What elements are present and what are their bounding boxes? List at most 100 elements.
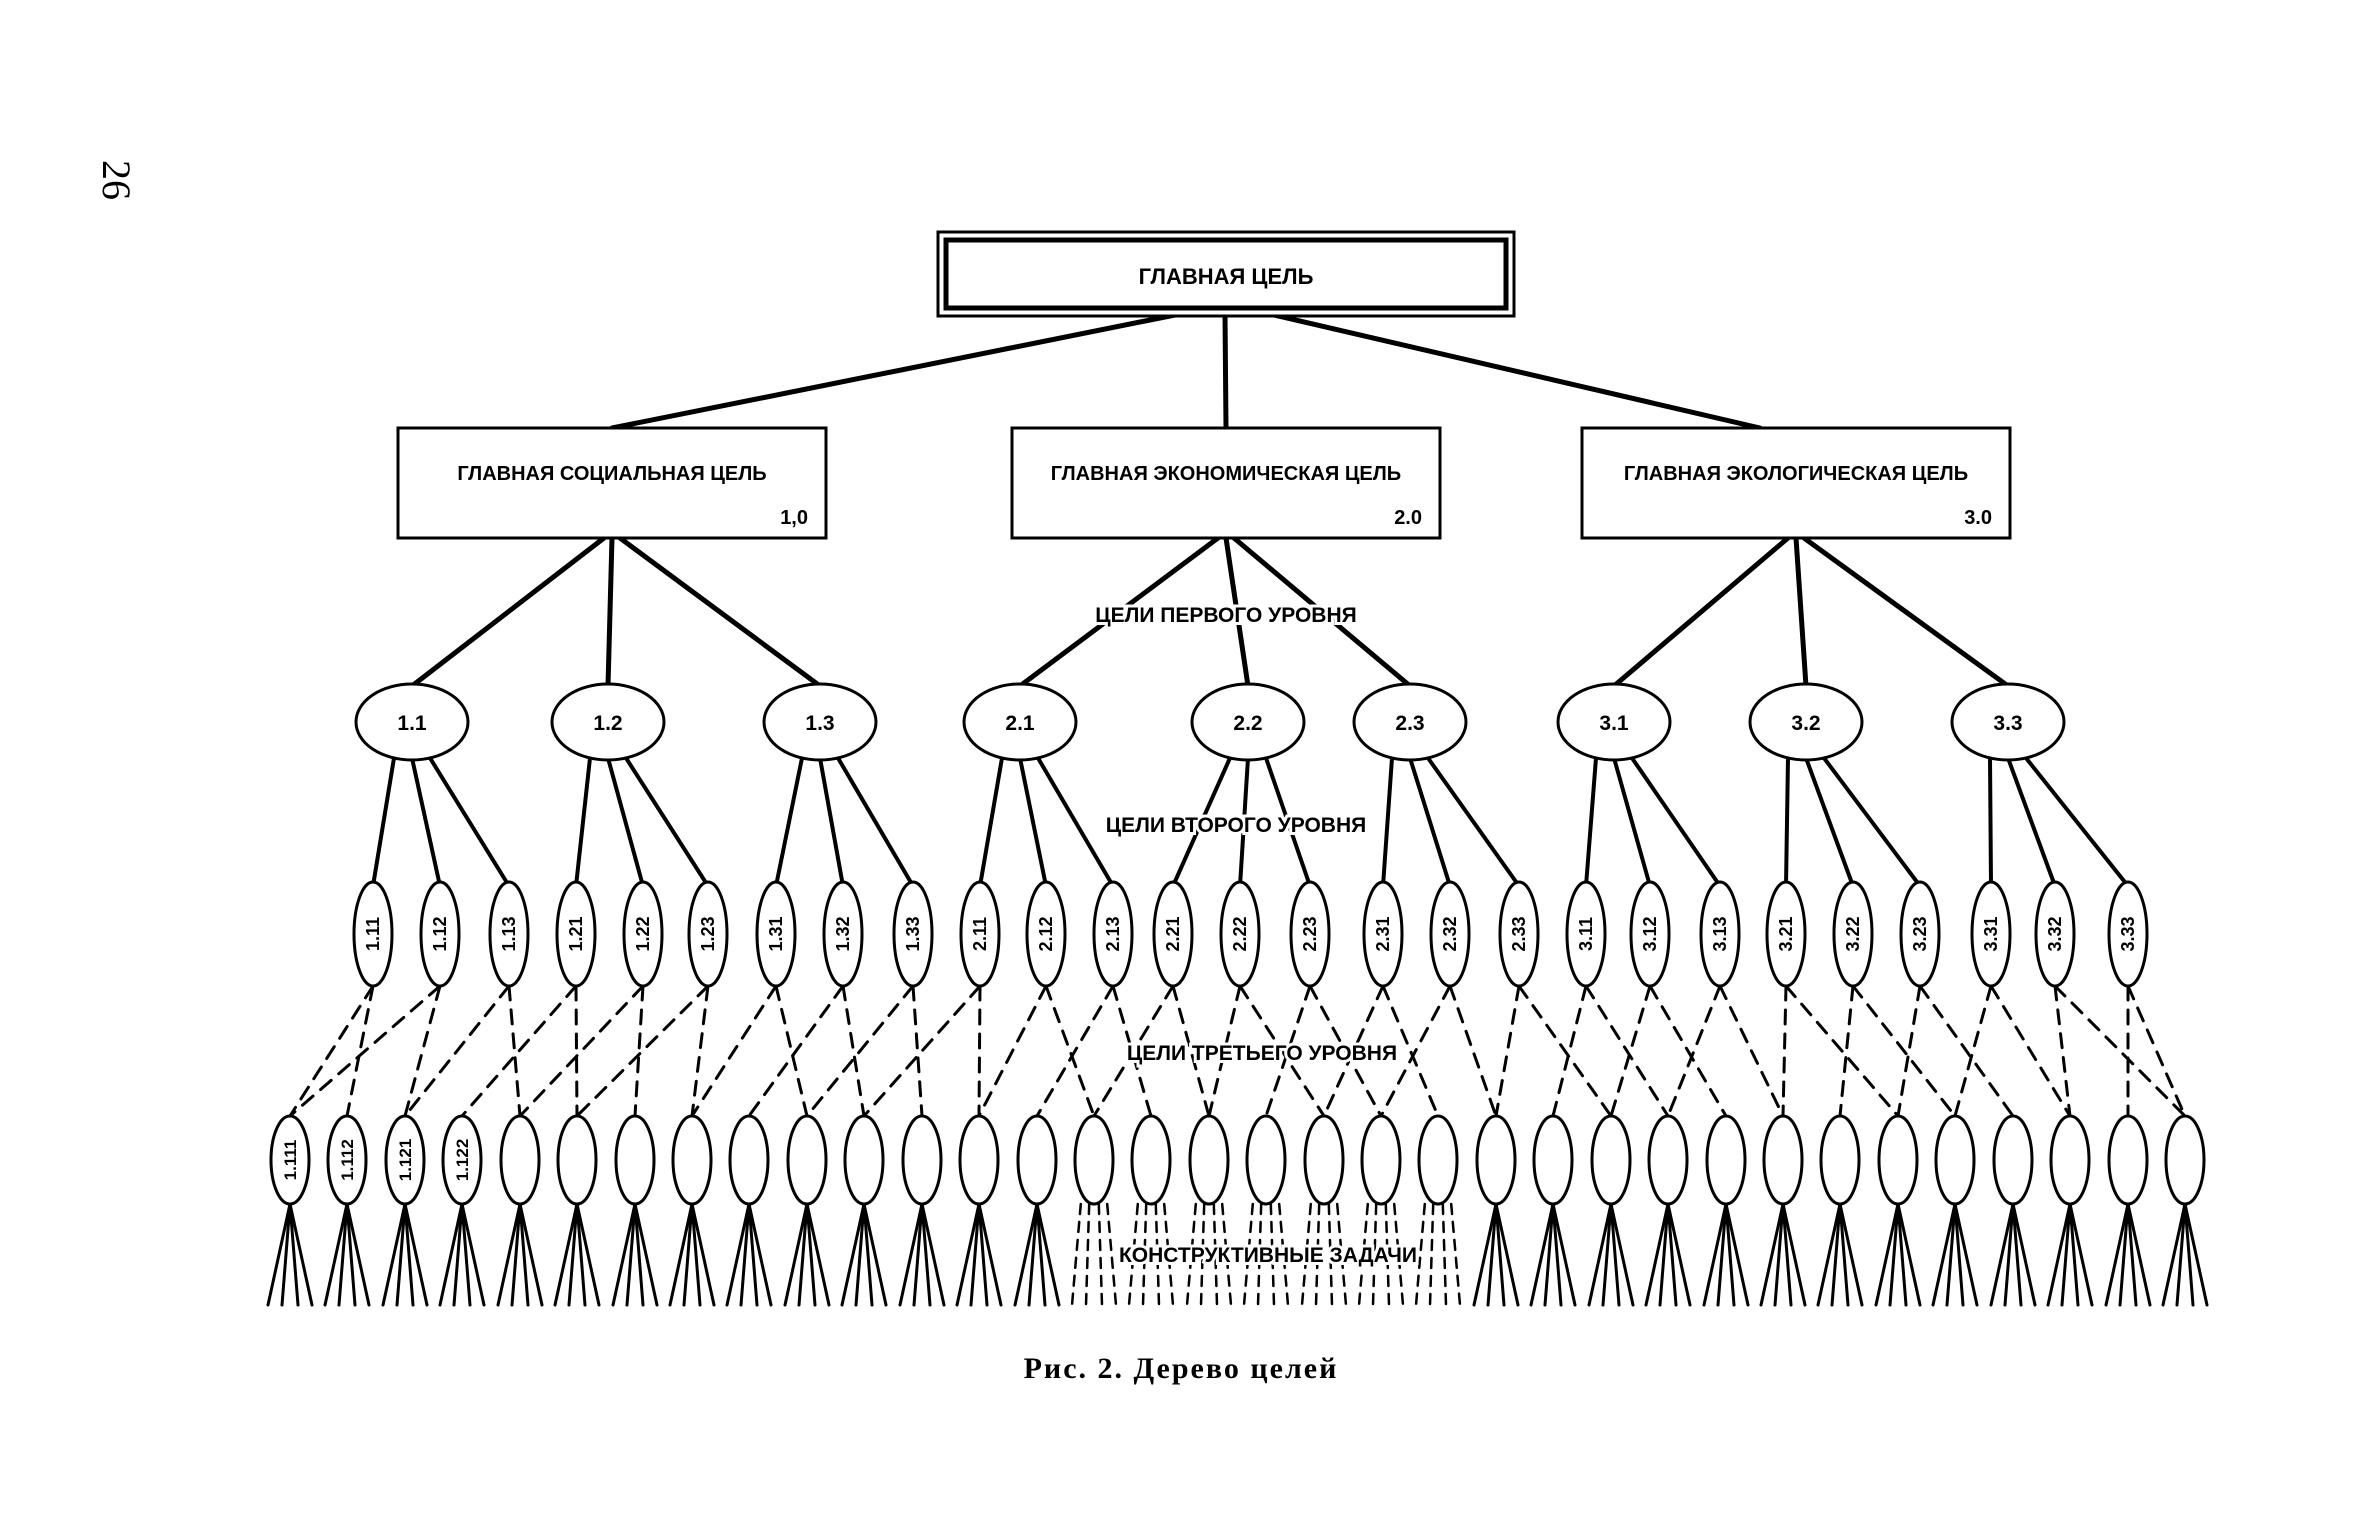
constructive-task-stroke xyxy=(2183,1202,2195,1307)
second-level-goal-label: 2.21 xyxy=(1163,916,1183,951)
second-level-goal-label: 2.23 xyxy=(1300,916,1320,951)
second-level-goal-node xyxy=(1362,880,1404,988)
main-to-first-level-connector xyxy=(1611,535,1791,689)
constructive-task-stroke xyxy=(805,1202,817,1307)
third-level-goal-node xyxy=(1877,1114,1919,1206)
second-to-third-level-dashed-connector xyxy=(911,984,924,1118)
main-goal-code: 2.0 xyxy=(1394,507,1422,529)
third-level-goal-node xyxy=(901,1114,943,1206)
third-level-goal-node xyxy=(1360,1114,1402,1206)
connector-layer xyxy=(266,311,2209,1307)
second-to-third-level-dashed-connector xyxy=(1238,984,1326,1118)
constructive-task-stroke xyxy=(1300,1202,1313,1307)
second-to-third-level-dashed-connector xyxy=(1092,984,1175,1118)
constructive-task-stroke xyxy=(1781,1202,1807,1307)
second-to-third-level-dashed-connector xyxy=(862,984,982,1118)
constructive-task-stroke xyxy=(633,1202,645,1307)
second-to-third-level-dashed-connector xyxy=(403,984,511,1118)
constructive-task-stroke xyxy=(1529,1202,1555,1307)
second-level-goal-node xyxy=(1289,880,1331,988)
second-to-third-level-dashed-connector xyxy=(1838,984,1855,1118)
constructive-task-stroke xyxy=(288,1202,314,1307)
third-level-goal-node xyxy=(958,1114,1000,1206)
third-level-goal-label: 1.111 xyxy=(281,1140,300,1181)
constructive-task-stroke xyxy=(1256,1202,1263,1307)
root-goal-box-outer xyxy=(936,230,1516,318)
third-level-goal-node xyxy=(2107,1114,2149,1206)
main-to-first-level-connector xyxy=(409,535,607,689)
constructive-task-stroke xyxy=(518,1202,544,1307)
constructive-task-stroke xyxy=(862,1202,874,1307)
first-level-goal-label: 3.2 xyxy=(1791,712,1820,735)
second-level-goal-label: 3.13 xyxy=(1710,916,1730,951)
third-level-goal-node xyxy=(441,1114,483,1206)
second-level-goal-label: 1.32 xyxy=(833,916,853,951)
main-to-first-level-connector xyxy=(1223,535,1251,689)
second-level-goal-label: 3.31 xyxy=(1981,916,2001,951)
second-level-goal-node xyxy=(1498,880,1540,988)
constructive-task-stroke xyxy=(1199,1202,1206,1307)
main-to-first-level-connector xyxy=(605,535,615,689)
constructive-task-stroke xyxy=(1601,1202,1613,1307)
constructive-task-stroke xyxy=(1989,1202,2015,1307)
constructive-task-stroke xyxy=(2003,1202,2015,1307)
constructive-task-stroke xyxy=(452,1202,464,1307)
constructive-task-stroke xyxy=(403,1202,429,1307)
constructive-task-stroke xyxy=(1371,1202,1378,1307)
constructive-task-stroke xyxy=(460,1202,486,1307)
second-to-third-level-dashed-connector xyxy=(288,984,375,1118)
second-to-third-level-dashed-connector xyxy=(1851,984,1957,1118)
second-to-third-level-dashed-connector xyxy=(1308,984,1383,1118)
second-level-goal-node xyxy=(2107,880,2149,988)
constructive-task-stroke xyxy=(1551,1202,1577,1307)
first-level-goal-label: 2.2 xyxy=(1233,712,1262,735)
second-level-caption: ЦЕЛИ ВТОРОГО УРОВНЯ xyxy=(1106,814,1366,837)
second-to-third-level-dashed-connector xyxy=(2053,984,2187,1118)
constructive-task-stroke xyxy=(1212,1202,1219,1307)
constructive-task-stroke xyxy=(1472,1202,1498,1307)
constructive-task-stroke xyxy=(1724,1202,1736,1307)
first-to-second-level-connector xyxy=(1036,756,1115,888)
second-to-third-level-dashed-connector xyxy=(1648,984,1728,1118)
constructive-task-stroke xyxy=(1154,1202,1161,1307)
second-to-third-level-dashed-connector xyxy=(1784,984,1900,1118)
second-to-third-level-dashed-connector xyxy=(1448,984,1498,1118)
constructive-task-stroke xyxy=(725,1202,751,1307)
constructive-task-stroke xyxy=(1759,1202,1785,1307)
third-level-goal-node xyxy=(1934,1114,1976,1206)
second-level-goal-node xyxy=(1429,880,1471,988)
second-level-goal-node xyxy=(622,880,664,988)
second-level-goal-label: 2.31 xyxy=(1373,916,1393,951)
second-level-goal-node xyxy=(1219,880,1261,988)
second-to-third-level-dashed-connector xyxy=(1718,984,1785,1118)
main-goal-box xyxy=(396,426,828,540)
second-level-goal-label: 1.23 xyxy=(698,916,718,951)
constructive-task-stroke xyxy=(1658,1202,1670,1307)
first-to-second-level-connector xyxy=(1612,756,1652,888)
second-level-goal-node xyxy=(1092,880,1134,988)
first-level-goal-label: 1.3 xyxy=(805,712,834,735)
main-to-first-level-connector xyxy=(1231,535,1413,689)
second-level-goal-node xyxy=(352,880,394,988)
third-level-caption: ЦЕЛИ ТРЕТЬЕГО УРОВНЯ xyxy=(1127,1042,1397,1065)
third-level-goal-label: 1.112 xyxy=(338,1139,357,1181)
second-level-goal-node xyxy=(1699,880,1741,988)
second-level-goal-node xyxy=(1970,880,2012,988)
first-to-second-level-connector xyxy=(1018,756,1048,888)
second-to-third-level-dashed-connector xyxy=(1494,984,1521,1118)
constructive-task-stroke xyxy=(403,1202,415,1307)
second-to-third-level-dashed-connector xyxy=(403,984,442,1118)
constructive-task-stroke xyxy=(1838,1202,1864,1307)
figure-caption: Рис. 2. Дерево целей xyxy=(1023,1352,1339,1385)
third-level-goal-node xyxy=(269,1114,311,1206)
constructive-task-stroke xyxy=(1357,1202,1370,1307)
constructive-task-stroke xyxy=(1428,1202,1435,1307)
second-to-third-level-dashed-connector xyxy=(1896,984,1922,1118)
first-to-second-level-connector xyxy=(1238,756,1250,888)
constructive-task-stroke xyxy=(1220,1202,1233,1307)
constructive-task-stroke xyxy=(2060,1202,2072,1307)
second-to-third-level-dashed-connector xyxy=(574,984,579,1118)
third-level-goal-node xyxy=(1130,1114,1172,1206)
constructive-task-stroke xyxy=(1335,1202,1348,1307)
